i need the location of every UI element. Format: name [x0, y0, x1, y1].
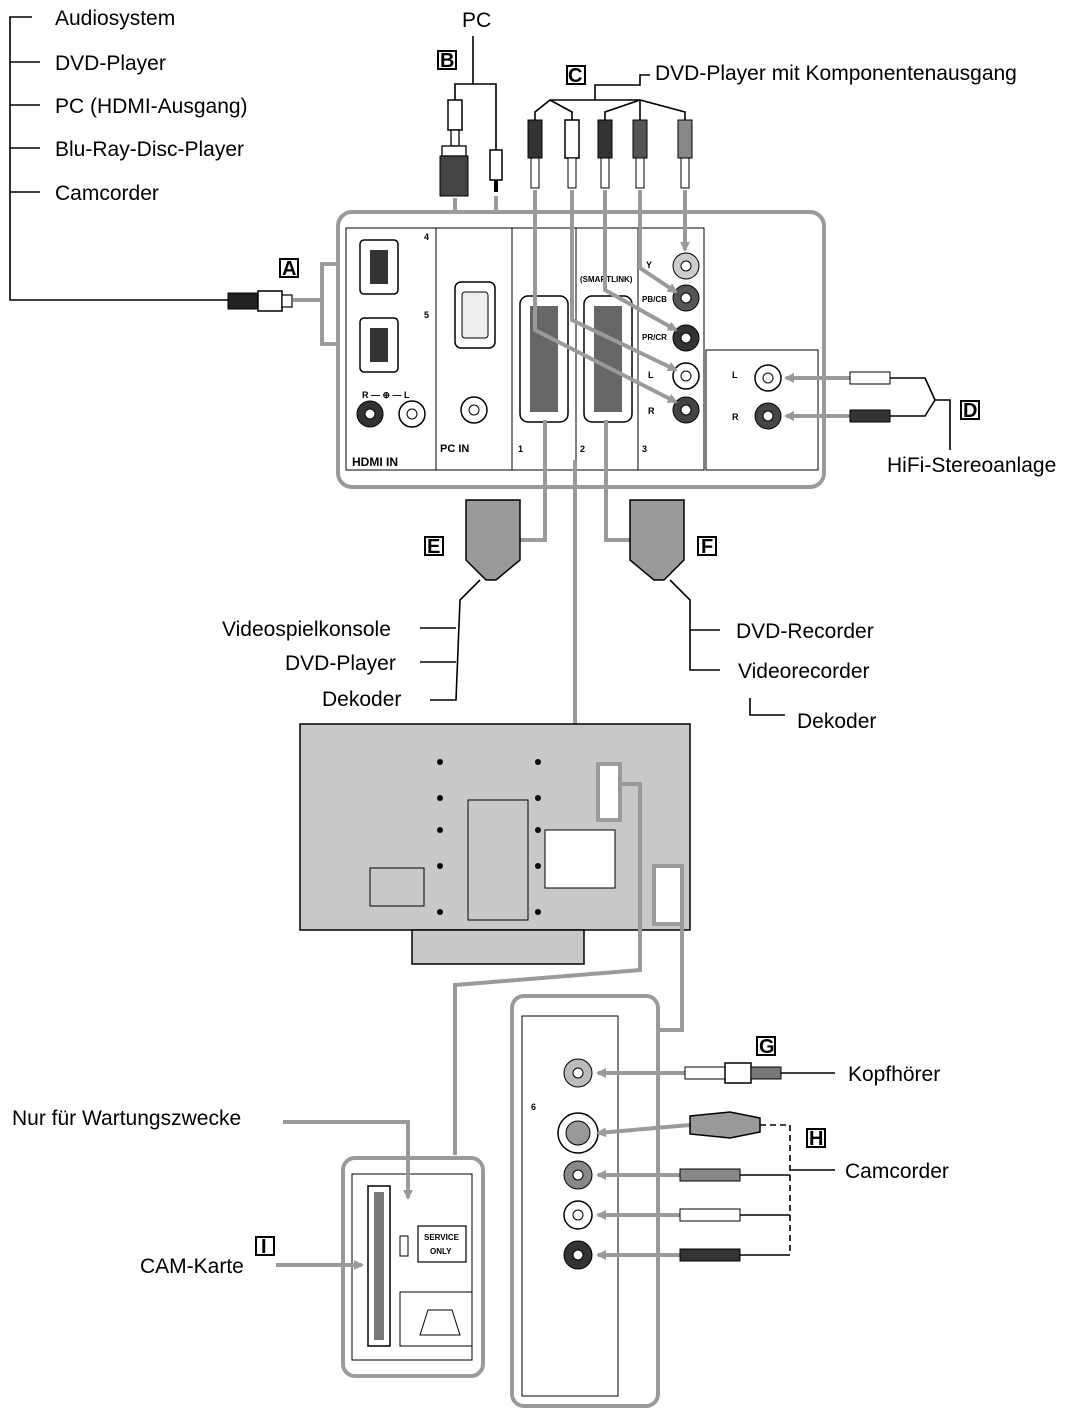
label-videospielkonsole: Videospielkonsole — [222, 618, 391, 641]
svg-text:6: 6 — [531, 1102, 536, 1112]
hdmi-port-4 — [359, 239, 399, 295]
label-pc: PC — [462, 9, 491, 32]
cam-insert-icon — [419, 1309, 461, 1336]
scart-cable-e — [420, 420, 547, 701]
hdmi-plug-icon — [227, 290, 293, 312]
label-audiosystem: Audiosystem — [55, 7, 175, 30]
scart-port-1 — [519, 295, 569, 423]
scart-plug-icon — [629, 499, 685, 581]
label-hifi: HiFi-Stereoanlage — [887, 454, 1056, 477]
badge-e: E — [424, 536, 444, 558]
svg-text:A: A — [282, 258, 296, 280]
badge-f: F — [697, 536, 717, 558]
svg-text:L: L — [648, 370, 654, 380]
component-arrows — [533, 190, 690, 404]
label-pc-hdmi: PC (HDMI-Ausgang) — [55, 95, 248, 118]
svg-text:H: H — [809, 1128, 823, 1150]
label-bluray: Blu-Ray-Disc-Player — [55, 138, 244, 161]
svg-text:1: 1 — [518, 444, 523, 454]
svg-text:5: 5 — [424, 310, 429, 320]
svideo-plug-icon — [689, 1111, 761, 1139]
svg-text:4: 4 — [424, 232, 429, 242]
label-camcorder-a: Camcorder — [55, 182, 159, 205]
badge-d: D — [960, 400, 980, 422]
scart-plug-icon — [465, 499, 521, 581]
cam-arrows — [276, 1120, 413, 1270]
rca-plug-icon — [527, 119, 543, 189]
rca-plug-icon — [632, 119, 648, 189]
label-kopfhoerer: Kopfhörer — [848, 1063, 940, 1086]
svg-text:R: R — [648, 406, 655, 416]
svg-text:I: I — [261, 1236, 267, 1258]
svg-text:PC IN: PC IN — [440, 443, 469, 455]
svg-text:2: 2 — [580, 444, 585, 454]
minijack-plug-icon — [489, 149, 503, 181]
svg-text:E: E — [427, 536, 440, 558]
badge-h: H — [806, 1128, 826, 1150]
badge-b: B — [437, 50, 457, 72]
tv-rear-icon — [299, 723, 691, 965]
label-videorecorder: Videorecorder — [738, 660, 870, 683]
side-connector-panel: 6 — [510, 994, 660, 1408]
hdmi-device-list: Audiosystem DVD-Player PC (HDMI-Ausgang)… — [9, 7, 248, 301]
label-camcorder-h: Camcorder — [845, 1160, 949, 1183]
headphone-cable — [596, 1062, 835, 1084]
badge-a: A — [279, 258, 299, 280]
label-dekoder-e: Dekoder — [322, 688, 401, 711]
component-cables — [527, 74, 693, 189]
svg-text:SERVICE: SERVICE — [424, 1233, 460, 1242]
rca-plug-icon — [597, 119, 613, 189]
label-dvd-recorder: DVD-Recorder — [736, 620, 874, 643]
svg-text:R: R — [732, 412, 739, 422]
vga-plug-icon — [439, 155, 469, 197]
svg-text:D: D — [963, 400, 977, 422]
svg-text:B: B — [440, 50, 454, 72]
svg-text:G: G — [759, 1036, 775, 1058]
svg-text:3: 3 — [642, 444, 647, 454]
rca-plug-icon — [677, 119, 693, 189]
camcorder-cables — [596, 1111, 835, 1262]
label-dvd-player-e: DVD-Player — [285, 652, 396, 675]
rca-plug-icon — [564, 119, 580, 189]
scart-port-2 — [583, 295, 633, 423]
hdmi-in-label: HDMI IN — [352, 455, 398, 469]
svg-text:PR/CR: PR/CR — [642, 333, 667, 342]
svg-text:PB/CB: PB/CB — [642, 295, 667, 304]
svg-text:R — ⊕ — L: R — ⊕ — L — [362, 390, 410, 400]
svg-text:F: F — [701, 536, 713, 558]
svg-text:L: L — [732, 370, 738, 380]
label-wartung: Nur für Wartungszwecke — [12, 1107, 241, 1130]
cam-slot-panel: SERVICE ONLY — [341, 1156, 485, 1378]
cam-link-line — [453, 782, 642, 1155]
label-cam-karte: CAM-Karte — [140, 1255, 244, 1278]
badge-g: G — [756, 1036, 776, 1058]
badge-i: I — [255, 1236, 275, 1258]
svg-text:C: C — [568, 65, 582, 87]
svg-text:Y: Y — [646, 260, 652, 270]
hdmi-port-5 — [359, 317, 399, 373]
svg-text:ONLY: ONLY — [430, 1247, 452, 1256]
hifi-cables — [784, 371, 951, 450]
label-dvd-component: DVD-Player mit Komponentenausgang — [655, 62, 1017, 85]
scart-cable-f — [604, 420, 785, 716]
badge-c: C — [566, 65, 586, 87]
vga-port-icon — [454, 281, 496, 349]
ferrite-icon — [447, 99, 463, 131]
side-link-line — [655, 920, 684, 1032]
label-dekoder-f: Dekoder — [797, 710, 876, 733]
label-dvd-player-a: DVD-Player — [55, 52, 166, 75]
rear-connector-panel: 4 5 R — ⊕ — L HDMI IN PC IN 1 (SMARTLINK… — [336, 210, 826, 489]
